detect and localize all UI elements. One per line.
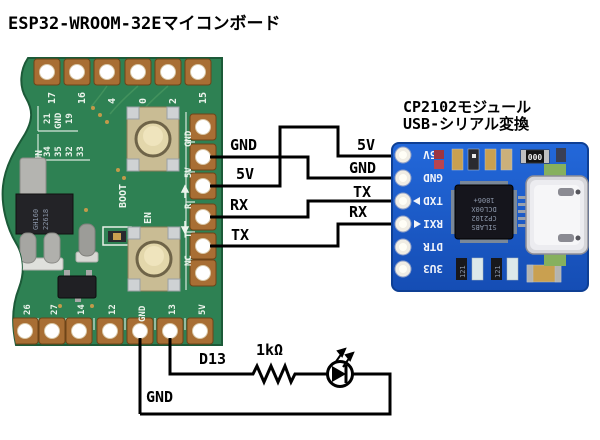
pin-label: 13: [168, 304, 178, 315]
capacitors: [16, 223, 99, 271]
svg-text:33: 33: [76, 146, 86, 157]
wire-label-esp32-5v: 5V: [236, 165, 255, 183]
led-emission-arrows: [334, 347, 355, 368]
wire-gnd: [210, 155, 397, 180]
cp2102-board: +5V GND TXD RXI DTR 3U3 SILABS CP2102: [391, 142, 589, 292]
esp32-right-pads: [189, 113, 217, 287]
pin-label: 27: [50, 304, 60, 315]
led-pin-label: D13: [199, 350, 227, 368]
regulator-chip: GH160 22618: [15, 157, 74, 235]
wire-label-esp32-rx: RX: [230, 196, 249, 214]
esp32-board: 17 16 4 0 2 15 21 GND 19 34 35 32 33 SUN: [1, 57, 223, 346]
svg-text:19: 19: [65, 113, 75, 124]
esp32-bottom-pads: [11, 317, 214, 345]
vias: [58, 106, 126, 308]
svg-text:CP2102: CP2102: [471, 214, 496, 222]
svg-text:DCL00X: DCL00X: [471, 205, 497, 213]
pin-label: GND: [138, 305, 148, 322]
boot-label: BOOT: [118, 184, 129, 208]
cp2102-title-line2: USB-シリアル変換: [403, 115, 529, 133]
wire-label-cp2102-tx: TX: [353, 183, 372, 201]
pin-label: R: [184, 203, 194, 209]
pcb-traces: [37, 85, 195, 330]
pin-label: GND: [184, 130, 194, 147]
pin-label: 5V: [198, 304, 208, 315]
pin-label: GND: [423, 171, 443, 184]
pin-label: TXD: [423, 194, 443, 207]
pin-label: NC: [184, 255, 194, 266]
rx-tx-arrows: [180, 184, 190, 235]
pin-label: 0: [138, 98, 149, 104]
esp32-title: ESP32-WROOM-32Eマイコンボード: [8, 14, 281, 34]
wire-label-cp2102-5v: 5V: [357, 136, 376, 154]
wire-rx: [210, 199, 397, 219]
smd-components-top: 000: [434, 148, 566, 171]
smd-components-bottom: 121 121: [456, 257, 562, 283]
svg-text:121: 121: [459, 265, 467, 278]
pin-label: DTR: [423, 240, 443, 253]
wire-label-esp32-tx: TX: [231, 226, 250, 244]
svg-text:35: 35: [54, 146, 64, 157]
svg-text:1806+: 1806+: [473, 196, 494, 204]
wire-label-cp2102-gnd: GND: [349, 159, 377, 177]
cp2102-title-line1: CP2102モジュール: [403, 98, 532, 116]
en-label: EN: [143, 212, 154, 224]
pin-label: 17: [47, 92, 58, 104]
usb-connector: [518, 164, 589, 266]
wire-tx: [210, 222, 397, 248]
svg-text:GH160: GH160: [32, 209, 40, 230]
pin-label: 14: [77, 304, 87, 315]
led-symbol: [326, 347, 355, 388]
pin-label: 3U3: [423, 262, 443, 275]
led-circuit-wire: [138, 338, 392, 416]
cp2102-pads: [394, 146, 412, 278]
signal-wires: [210, 125, 397, 248]
pin-label: 2: [168, 98, 179, 104]
pin-label: 26: [23, 304, 33, 315]
led-ground-label: GND: [146, 388, 174, 406]
en-button: [127, 226, 181, 292]
pin-label: 15: [198, 92, 209, 104]
led-circuit: [138, 338, 392, 416]
txd-rxi-arrows: [413, 197, 421, 228]
svg-text:SILABS: SILABS: [471, 223, 496, 231]
wire-label-esp32-gnd: GND: [230, 136, 258, 154]
pin-label: 5V: [184, 167, 194, 178]
smd-resistor-000: 000: [520, 149, 550, 164]
svg-text:22618: 22618: [42, 209, 50, 230]
svg-text:000: 000: [528, 153, 543, 162]
transistor: [57, 270, 97, 302]
resistor-label: 1kΩ: [256, 341, 284, 359]
pin-label: RXI: [423, 217, 443, 230]
svg-text:34: 34: [43, 146, 53, 157]
esp32-top-pads: [33, 58, 212, 86]
boot-button: [126, 106, 180, 172]
wire-label-cp2102-rx: RX: [349, 203, 368, 221]
wire-5v: [210, 125, 397, 188]
pin-label: 12: [108, 304, 118, 315]
svg-text:21: 21: [43, 113, 53, 124]
svg-text:32: 32: [65, 146, 75, 157]
pin-label: 16: [77, 92, 88, 104]
pin-label: 4: [107, 98, 118, 104]
cp2102-chip: SILABS CP2102 DCL00X 1806+: [451, 181, 517, 243]
pin-label: T: [184, 232, 194, 238]
svg-text:GND: GND: [54, 112, 64, 129]
svg-text:121: 121: [494, 265, 502, 278]
